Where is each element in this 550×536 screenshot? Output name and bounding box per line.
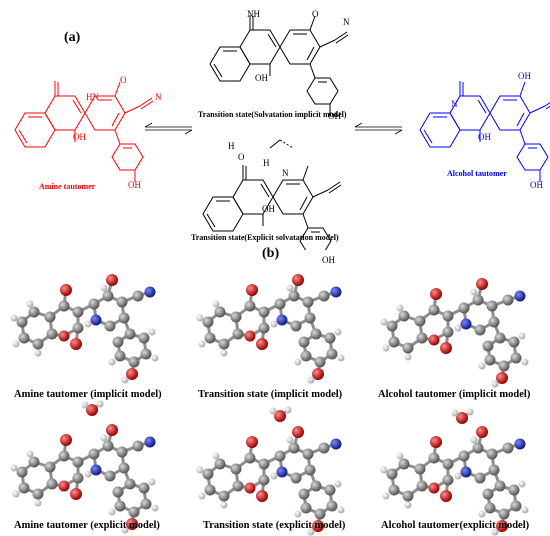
- ts-explicit-n-label: N: [282, 168, 289, 178]
- skeletal-structures: [14, 14, 550, 250]
- model-caption-1: Amine tautomer (implicit model): [14, 389, 162, 400]
- ts-implicit-oh2-label: OH: [328, 111, 341, 121]
- amine-hn-label: HN: [86, 92, 99, 102]
- equilibrium-arrow-right: [354, 122, 403, 135]
- ts-implicit-n-label: N: [343, 17, 350, 27]
- ts-implicit-nh-label: NH: [247, 9, 260, 19]
- ts-explicit-oh-label: OH: [262, 204, 275, 214]
- equilibrium-arrow-left: [144, 122, 193, 135]
- model-caption-4: Amine tautomer (explicit model): [14, 520, 160, 531]
- alcohol-n-label: N: [451, 99, 458, 109]
- ts-explicit-caption: Transition state(Explicit solvatation mo…: [191, 233, 339, 242]
- amine-n-label: N: [155, 92, 162, 102]
- alcohol-oh2-label: OH: [478, 132, 491, 142]
- ts-explicit-h-label: H: [228, 141, 235, 151]
- model-ts-implicit: [195, 272, 346, 385]
- alcohol-caption: Alcohol tautomer: [447, 169, 507, 178]
- amine-o-label: O: [120, 75, 127, 85]
- model-alcohol-implicit: [379, 276, 530, 389]
- alcohol-oh-label: OH: [518, 71, 531, 81]
- amine-caption: Amine tautomer: [39, 182, 96, 191]
- ts-explicit-o-label: O: [238, 152, 245, 162]
- model-caption-3: Alcohol tautomer (implicit model): [378, 389, 531, 400]
- ts-implicit-o-label: O: [312, 9, 319, 19]
- model-caption-6: Alcohol tautomer(explicit model): [381, 520, 530, 531]
- panel-a-label: (a): [64, 30, 81, 45]
- model-amine-explicit: [9, 422, 160, 535]
- model-amine-implicit: [9, 272, 160, 385]
- model-caption-5: Transition state (explicit model): [203, 520, 346, 531]
- alcohol-oh3-label: OH: [530, 180, 543, 190]
- amine-oh-label: OH: [73, 132, 86, 142]
- ts-implicit-caption: Transition state(Solvatation implicit mo…: [198, 110, 347, 119]
- model-caption-2: Transition state (implicit model): [198, 389, 343, 400]
- ts-explicit-oh2-label: OH: [322, 255, 335, 265]
- ts-explicit-h2-label: H: [263, 158, 270, 168]
- ts-implicit-oh-label: OH: [255, 73, 268, 83]
- amine-oh2-label: OH: [128, 180, 141, 190]
- panel-b-label: (b): [262, 246, 280, 261]
